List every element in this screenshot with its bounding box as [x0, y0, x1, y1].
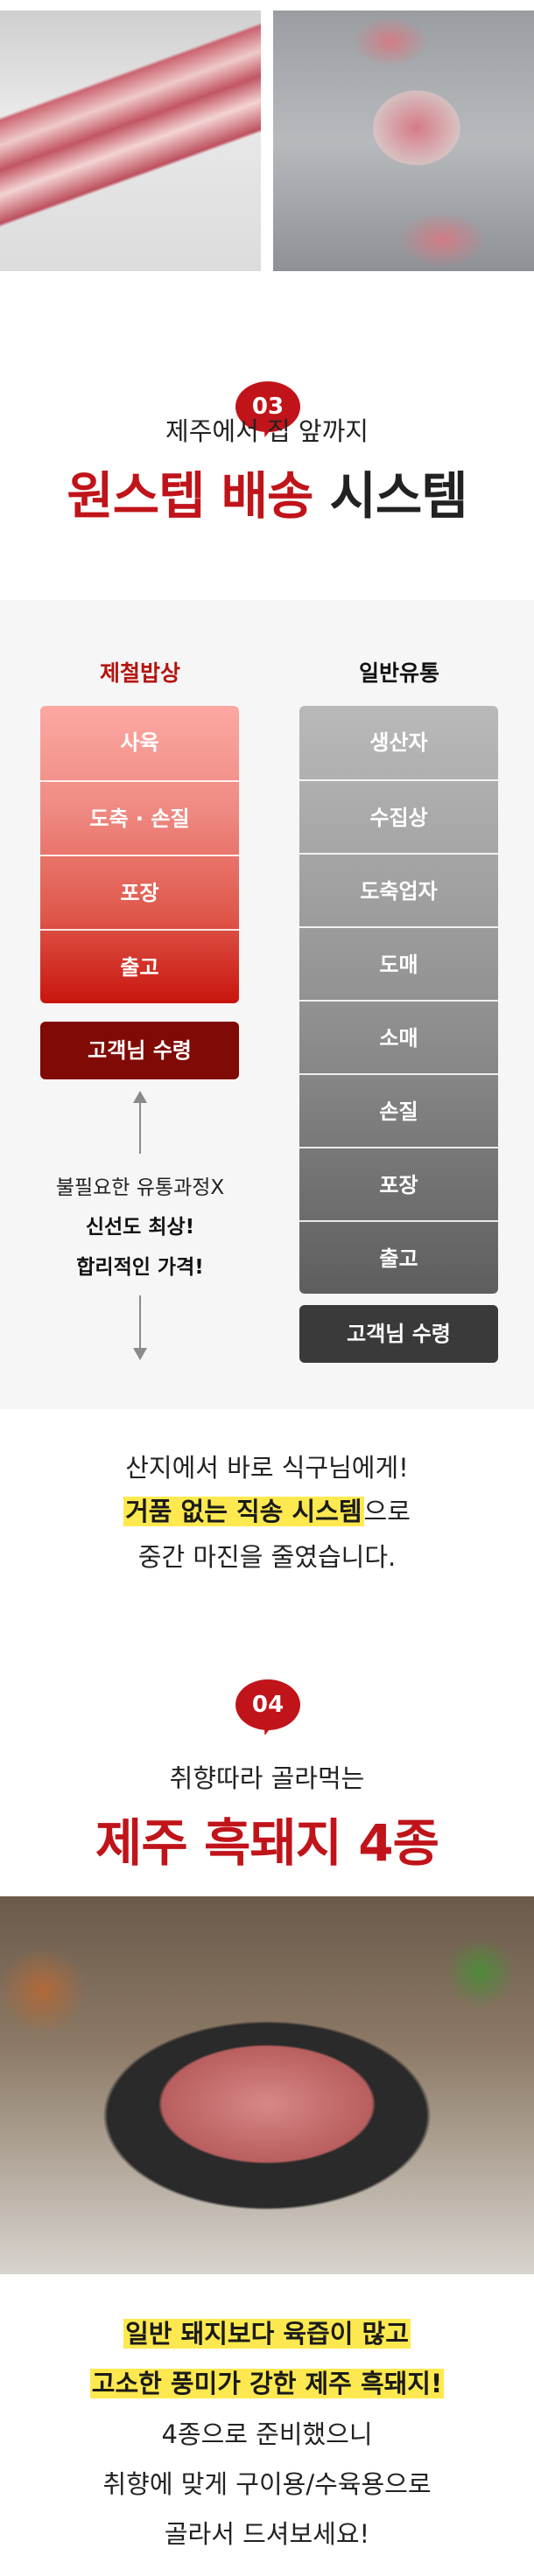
highlight-line: 일반 돼지보다 육즙이 많고	[0, 2314, 534, 2350]
step-item: 도축업자	[299, 853, 498, 926]
step-item: 출고	[299, 1220, 498, 1294]
step-item: 포장	[299, 1147, 498, 1220]
highlight-text: 일반 돼지보다 육즙이 많고	[123, 2319, 411, 2349]
jeju-black-pork-grill-photo	[0, 1896, 534, 2274]
section-title: 원스텝 배송 시스템	[0, 455, 534, 528]
summary-line: 거품 없는 직송 시스템으로	[0, 1491, 534, 1528]
general-column-header: 일반유통	[358, 660, 439, 686]
distribution-comparison-panel: 제철밥상 일반유통 사육 도축 · 손질 포장 출고 고객님 수령 불필요한 유…	[0, 600, 534, 1409]
step-item: 손질	[299, 1073, 498, 1147]
middle-text-line: 신선도 최상!	[85, 1216, 195, 1239]
middle-text-line: 합리적인 가격!	[76, 1256, 204, 1279]
step-item: 수집상	[299, 779, 498, 853]
step-item: 생산자	[369, 730, 428, 755]
summary-line: 산지에서 바로 식구님에게!	[125, 1453, 409, 1483]
general-customer-receipt: 고객님 수령	[299, 1305, 498, 1363]
section-number-badge: 03	[235, 381, 300, 437]
step-item: 소매	[299, 1000, 498, 1073]
body-line: 골라서 드셔보세요!	[164, 2519, 370, 2549]
summary-rest: 으로	[363, 1497, 411, 1526]
section-subtitle: 취향따라 골라먹는	[169, 1763, 365, 1793]
highlight-line: 고소한 풍미가 강한 제주 흑돼지!	[0, 2363, 534, 2400]
speech-bubble-icon	[235, 1679, 300, 1730]
step-item: 도매	[299, 926, 498, 1000]
speech-bubble-icon	[235, 381, 300, 432]
step-item: 출고	[40, 929, 239, 1003]
step-item: 사육	[120, 730, 159, 755]
our-customer-receipt: 고객님 수령	[40, 1022, 239, 1079]
step-item: 포장	[40, 855, 239, 929]
section-title: 제주 흑돼지 4종	[95, 1813, 439, 1873]
our-column-header: 제철밥상	[99, 660, 180, 686]
title-red-part: 원스텝 배송	[67, 466, 313, 526]
our-process-steps: 사육 도축 · 손질 포장 출고	[40, 706, 239, 1003]
step-item: 도축 · 손질	[40, 780, 239, 855]
highlight-text: 거품 없는 직송 시스템	[123, 1497, 364, 1526]
badge-number: 04	[251, 1692, 285, 1718]
title-dark-part: 시스템	[329, 466, 468, 526]
pork-belly-cutting-photo	[0, 10, 261, 271]
highlight-text: 고소한 풍미가 강한 제주 흑돼지!	[89, 2369, 445, 2398]
arrow-down-icon	[133, 1348, 147, 1360]
badge-number: 03	[251, 394, 285, 420]
arrow-line	[139, 1295, 141, 1350]
middle-text-line: 불필요한 유통과정X	[55, 1176, 225, 1199]
section-subtitle: 제주에서 집 앞까지	[165, 416, 369, 446]
body-line: 4종으로 준비했으니	[161, 2419, 373, 2449]
body-line: 취향에 맞게 구이용/수육용으로	[102, 2469, 432, 2499]
arrow-up-icon	[133, 1091, 147, 1103]
vacuum-packed-pork-photo	[273, 10, 534, 271]
section-number-badge: 04	[235, 1679, 300, 1735]
general-process-steps: 생산자 수집상 도축업자 도매 소매 손질 포장 출고	[299, 706, 498, 1294]
summary-line: 중간 마진을 줄였습니다.	[137, 1542, 397, 1572]
arrow-line	[139, 1101, 141, 1154]
